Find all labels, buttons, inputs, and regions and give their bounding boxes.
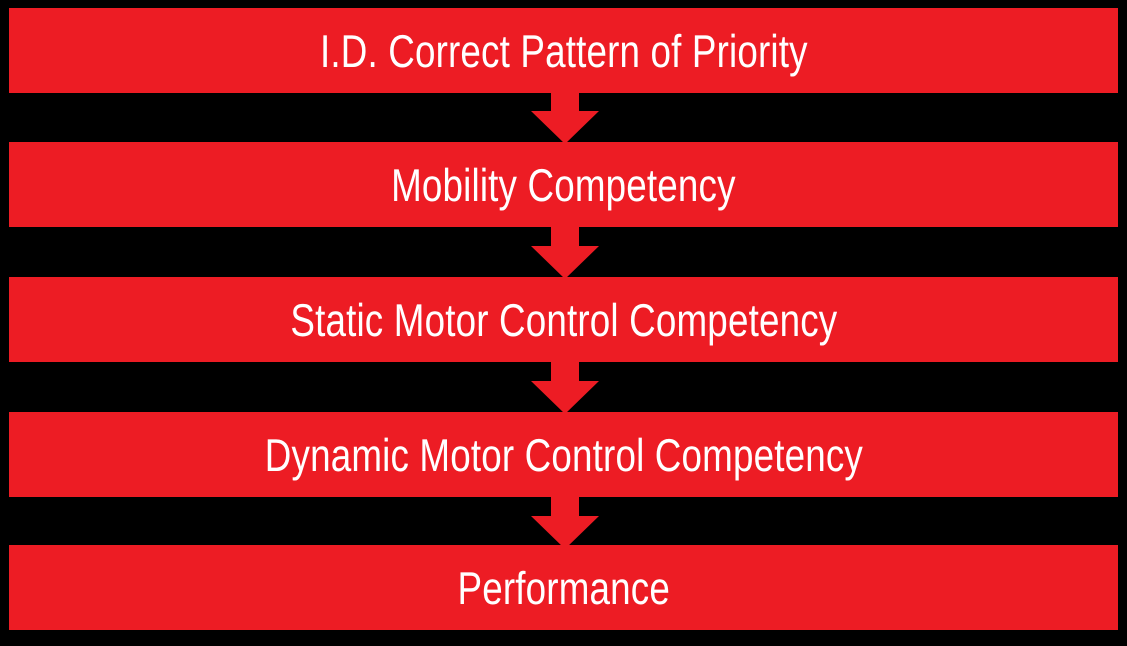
flow-step-box-3[interactable]: Static Motor Control Competency [9, 277, 1118, 362]
flow-step-box-2[interactable]: Mobility Competency [9, 142, 1118, 227]
flow-step-label-4: Dynamic Motor Control Competency [264, 428, 863, 481]
arrow-down-icon [531, 362, 599, 414]
arrow-down-icon [531, 227, 599, 279]
flow-step-label-1: I.D. Correct Pattern of Priority [319, 24, 808, 77]
flow-step-label-3: Static Motor Control Competency [290, 293, 837, 346]
arrow-down-icon [531, 497, 599, 549]
flow-step-box-5[interactable]: Performance [9, 545, 1118, 630]
flow-step-label-5: Performance [457, 561, 670, 614]
flow-step-label-2: Mobility Competency [391, 158, 736, 211]
flow-step-box-1[interactable]: I.D. Correct Pattern of Priority [9, 8, 1118, 93]
flow-step-box-4[interactable]: Dynamic Motor Control Competency [9, 412, 1118, 497]
arrow-down-icon [531, 92, 599, 144]
